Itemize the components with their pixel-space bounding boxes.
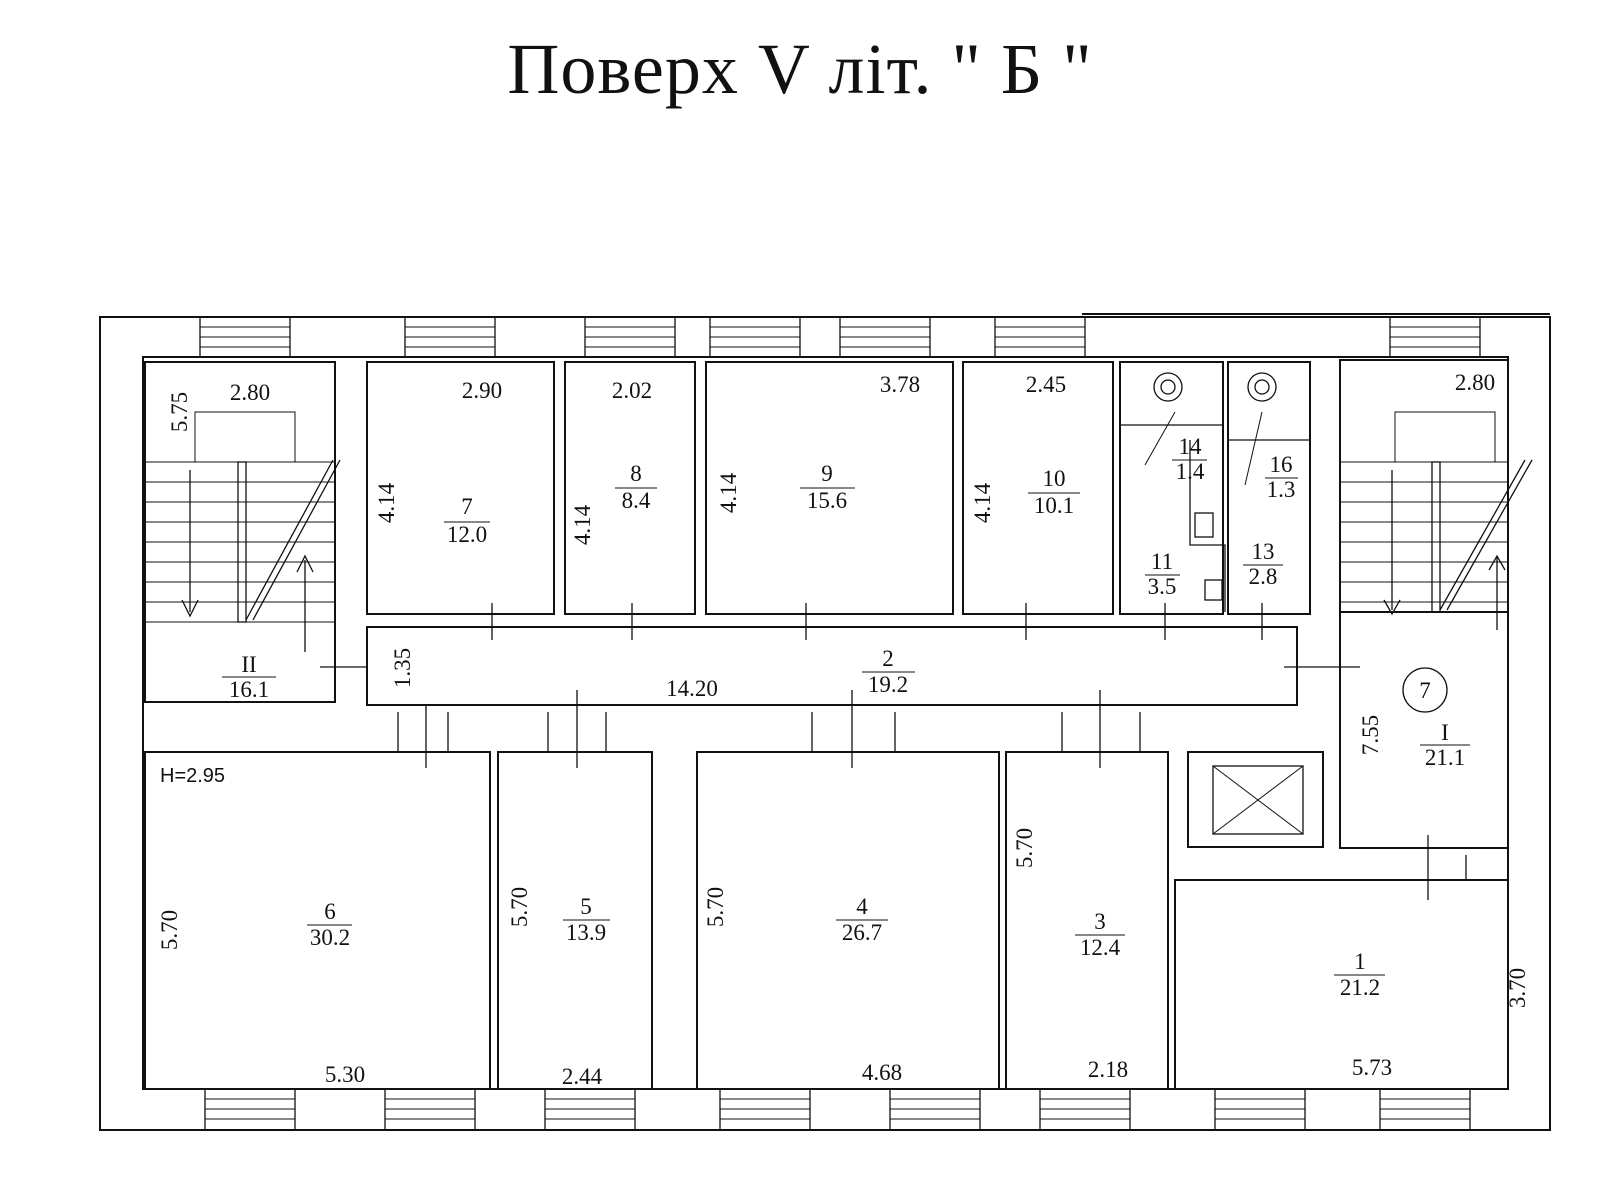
room-8-area: 8.4	[622, 488, 651, 513]
room-I-stair	[1339, 359, 1509, 613]
room-4-area: 26.7	[842, 920, 882, 945]
sanitary-right	[1227, 361, 1311, 615]
room-labels: 7 12.0 8 8.4 9 15.6 10 10.1 11 3.5 13 2.…	[160, 434, 1465, 1000]
stair-right	[1340, 411, 1533, 630]
section-marker-circle	[1402, 667, 1448, 713]
doors	[320, 603, 1467, 900]
dim-room-8-width: 2.02	[612, 378, 652, 403]
room-16-area: 1.3	[1267, 477, 1296, 502]
elevator	[1187, 751, 1324, 848]
room-9	[705, 361, 954, 615]
room-9-num: 9	[821, 461, 833, 486]
room-7-area: 12.0	[447, 522, 487, 547]
room-16-num: 16	[1270, 452, 1293, 477]
dim-stair-right-width: 2.80	[1455, 370, 1495, 395]
room-4-num: 4	[856, 894, 868, 919]
dim-room-1-width: 5.73	[1352, 1055, 1392, 1080]
dim-room-7-depth: 4.14	[374, 482, 399, 523]
dim-room-7-width: 2.90	[462, 378, 502, 403]
room-11-area: 3.5	[1148, 574, 1177, 599]
dimension-labels: 2.80 5.75 2.90 4.14 2.02 4.14 3.78 4.14 …	[157, 370, 1530, 1089]
dim-corridor-depth: 1.35	[390, 648, 415, 688]
room-8	[564, 361, 696, 615]
room-13-area: 2.8	[1249, 564, 1278, 589]
dim-room-4-width: 4.68	[862, 1060, 902, 1085]
plan-title: Поверх V літ. " Б "	[507, 29, 1093, 109]
dim-corridor-length: 14.20	[666, 676, 718, 701]
room-4	[696, 751, 1000, 1090]
dim-stair-left-length: 5.75	[167, 392, 192, 432]
dim-room-6-width: 5.30	[325, 1062, 365, 1087]
dim-stair-left-width: 2.80	[230, 380, 270, 405]
dim-hall-I-length: 7.55	[1358, 715, 1383, 755]
dim-room-5-depth: 5.70	[507, 887, 532, 927]
dim-room-10-width: 2.45	[1026, 372, 1066, 397]
room-7-num: 7	[461, 494, 473, 519]
dim-room-3-width: 2.18	[1088, 1057, 1128, 1082]
room-3-area: 12.4	[1080, 935, 1121, 960]
room-6	[144, 751, 491, 1090]
section-marker: 7	[1419, 678, 1431, 703]
dim-room-6-depth: 5.70	[157, 910, 182, 950]
room-partitions	[144, 359, 1509, 1090]
room-9-area: 15.6	[807, 488, 847, 513]
room-10-area: 10.1	[1034, 493, 1074, 518]
dim-room-3-depth: 5.70	[1012, 828, 1037, 868]
stair-left	[145, 411, 341, 652]
room-3	[1005, 751, 1169, 1090]
dim-room-4-depth: 5.70	[703, 887, 728, 927]
windows-bottom	[204, 1088, 1471, 1131]
room-11-num: 11	[1151, 549, 1173, 574]
room-5-area: 13.9	[566, 920, 606, 945]
room-II-stair	[144, 361, 336, 703]
fraction-bars	[222, 459, 1470, 976]
room-14-area: 1.4	[1176, 459, 1205, 484]
room-13-num: 13	[1252, 539, 1275, 564]
room-6-area: 30.2	[310, 925, 350, 950]
room-3-num: 3	[1094, 909, 1106, 934]
room-II-num: II	[241, 652, 256, 677]
room-10-num: 10	[1043, 466, 1066, 491]
dim-room-5-width: 2.44	[562, 1064, 603, 1089]
room-II-area: 16.1	[229, 677, 269, 702]
room-2-corridor	[366, 626, 1298, 706]
room-I-num: I	[1441, 720, 1449, 745]
room-14-num: 14	[1179, 434, 1203, 459]
room-8-num: 8	[630, 461, 642, 486]
room-5-num: 5	[580, 894, 592, 919]
room-1	[1174, 879, 1509, 1090]
outer-walls	[99, 313, 1551, 1131]
room-6-num: 6	[324, 899, 336, 924]
room-5	[497, 751, 653, 1090]
room-1-area: 21.2	[1340, 975, 1380, 1000]
room-10	[962, 361, 1114, 615]
dim-room-1-depth: 3.70	[1505, 968, 1530, 1008]
room-I-area: 21.1	[1425, 745, 1465, 770]
room-7	[366, 361, 555, 615]
room-1-num: 1	[1354, 949, 1366, 974]
room-2-num: 2	[882, 646, 894, 671]
height-label: H=2.95	[160, 765, 225, 787]
dim-room-9-depth: 4.14	[716, 472, 741, 513]
sanitary-left	[1119, 361, 1224, 615]
room-2-area: 19.2	[868, 672, 908, 697]
dim-room-8-depth: 4.14	[570, 504, 595, 545]
dim-room-9-width: 3.78	[880, 372, 920, 397]
dim-room-10-depth: 4.14	[970, 482, 995, 523]
windows-top	[199, 316, 1481, 358]
